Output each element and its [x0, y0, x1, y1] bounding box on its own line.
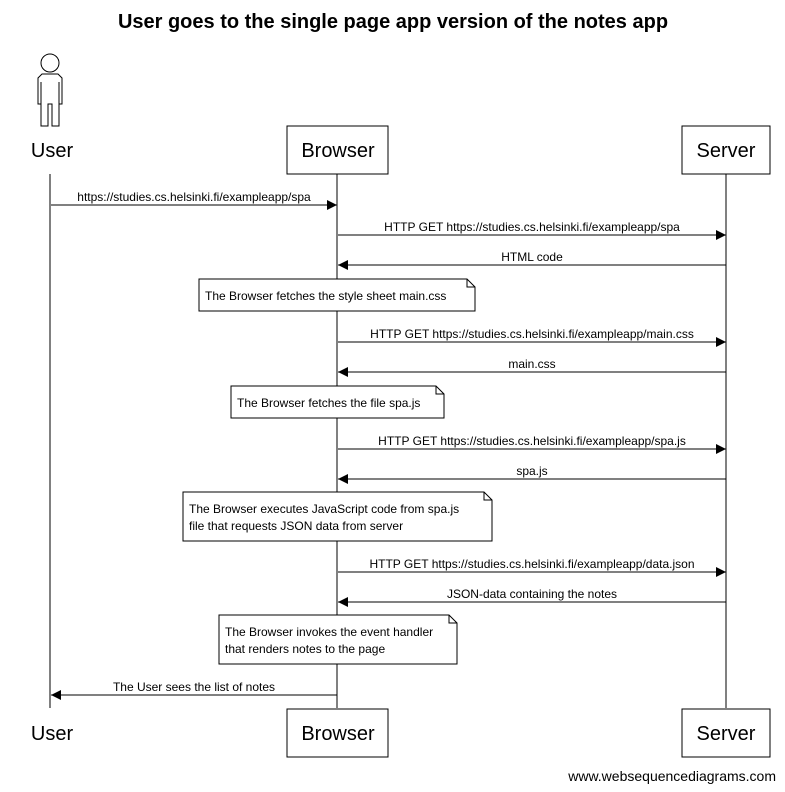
diagram-title: User goes to the single page app version…	[118, 11, 668, 33]
message-1-label: https://studies.cs.helsinki.fi/exampleap…	[77, 190, 311, 204]
message-8-label: HTTP GET https://studies.cs.helsinki.fi/…	[369, 557, 694, 571]
message-5: main.css	[338, 357, 726, 377]
note-1-line-1: The Browser fetches the style sheet main…	[205, 289, 446, 303]
message-6: HTTP GET https://studies.cs.helsinki.fi/…	[338, 434, 726, 454]
note-3: The Browser executes JavaScript code fro…	[182, 491, 493, 542]
participant-user-top-label: User	[31, 140, 74, 162]
participant-user-bottom-label: User	[31, 723, 74, 745]
note-4-line-2: that renders notes to the page	[225, 642, 385, 656]
message-2: HTTP GET https://studies.cs.helsinki.fi/…	[338, 220, 726, 240]
user-stick-figure-icon	[37, 53, 63, 127]
message-7-label: spa.js	[516, 464, 547, 478]
message-9-label: JSON-data containing the notes	[447, 587, 617, 601]
participant-browser-bottom: Browser	[286, 708, 389, 758]
note-1: The Browser fetches the style sheet main…	[198, 278, 476, 312]
participant-browser-top: Browser	[286, 125, 389, 175]
participant-browser-top-label: Browser	[301, 140, 375, 162]
participant-server-bottom-label: Server	[697, 723, 756, 745]
message-7: spa.js	[338, 464, 726, 484]
message-1: https://studies.cs.helsinki.fi/exampleap…	[51, 190, 337, 210]
note-3-line-2: file that requests JSON data from server	[189, 519, 403, 533]
message-3-label: HTML code	[501, 250, 563, 264]
message-4: HTTP GET https://studies.cs.helsinki.fi/…	[338, 327, 726, 347]
message-10-label: The User sees the list of notes	[113, 680, 275, 694]
watermark-text: www.websequencediagrams.com	[567, 768, 776, 784]
note-2-line-1: The Browser fetches the file spa.js	[237, 396, 420, 410]
participant-browser-bottom-label: Browser	[301, 723, 375, 745]
message-9: JSON-data containing the notes	[338, 587, 726, 607]
message-10: The User sees the list of notes	[51, 680, 337, 700]
message-5-label: main.css	[508, 357, 555, 371]
participant-server-top: Server	[681, 125, 771, 175]
message-2-label: HTTP GET https://studies.cs.helsinki.fi/…	[384, 220, 680, 234]
message-8: HTTP GET https://studies.cs.helsinki.fi/…	[338, 557, 726, 577]
note-4: The Browser invokes the event handler th…	[218, 614, 458, 665]
message-3: HTML code	[338, 250, 726, 270]
note-2: The Browser fetches the file spa.js	[230, 385, 445, 419]
participant-server-top-label: Server	[697, 140, 756, 162]
message-4-label: HTTP GET https://studies.cs.helsinki.fi/…	[370, 327, 694, 341]
message-6-label: HTTP GET https://studies.cs.helsinki.fi/…	[378, 434, 686, 448]
note-4-line-1: The Browser invokes the event handler	[225, 625, 433, 639]
participant-server-bottom: Server	[681, 708, 771, 758]
note-3-line-1: The Browser executes JavaScript code fro…	[189, 502, 459, 516]
